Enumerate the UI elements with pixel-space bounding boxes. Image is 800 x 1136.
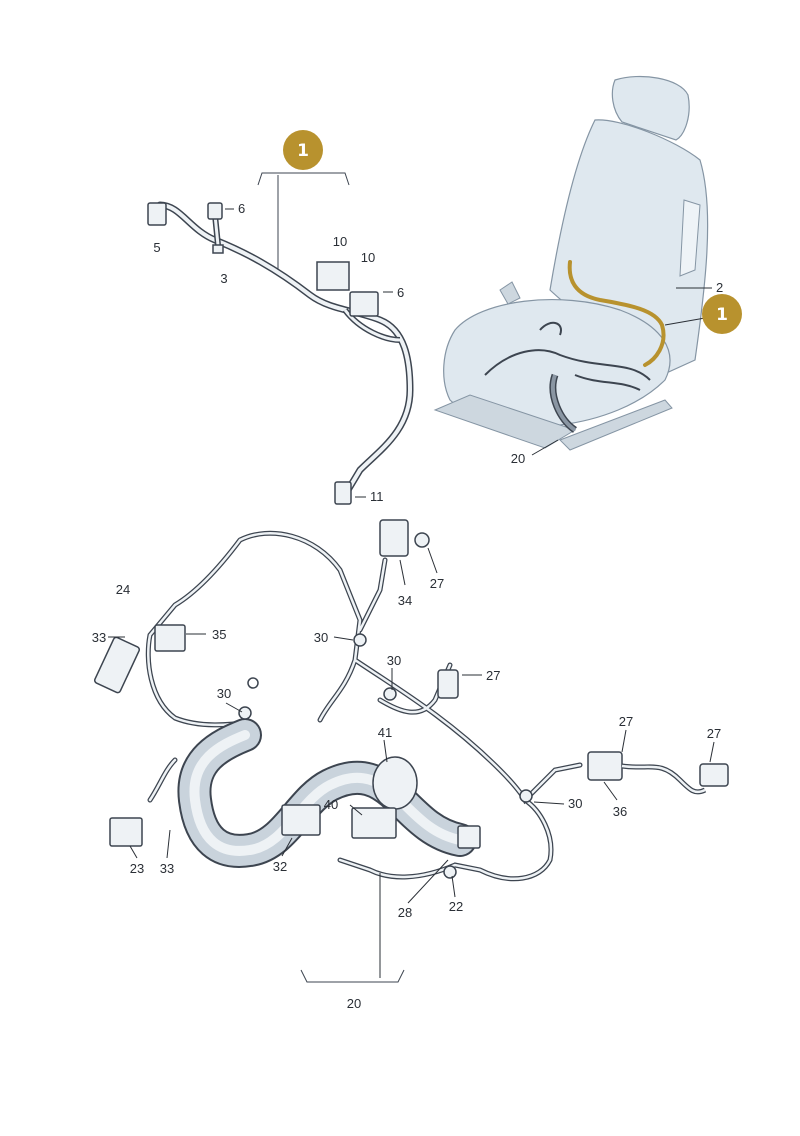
connector-40 (351, 807, 397, 839)
label-3: 3 (220, 271, 227, 286)
label-30: 30 (217, 686, 231, 701)
connector-27 (437, 669, 459, 699)
label-27: 27 (619, 714, 633, 729)
connector-28 (457, 825, 481, 849)
label-41: 41 (378, 725, 392, 740)
label-30: 30 (314, 630, 328, 645)
label-27: 27 (486, 668, 500, 683)
label-33: 33 (92, 630, 106, 645)
connector-23 (109, 817, 143, 847)
label-23: 23 (130, 861, 144, 876)
label-27: 27 (707, 726, 721, 741)
label-30: 30 (387, 653, 401, 668)
label-35: 35 (212, 627, 226, 642)
label-34: 34 (398, 593, 412, 608)
connector-34 (379, 519, 409, 557)
label-20: 20 (511, 451, 525, 466)
label-33: 33 (160, 861, 174, 876)
clip-22 (443, 865, 457, 879)
clip-30 (238, 706, 252, 720)
connector-33 (93, 636, 141, 694)
connector-6 (207, 202, 223, 220)
callout-number: 1 (297, 141, 309, 161)
seat-illustration: 2 1 20 (433, 75, 742, 466)
callout-badge (283, 130, 323, 170)
connector-36 (587, 751, 623, 781)
connector-27 (699, 763, 729, 787)
callout-number: 1 (716, 305, 728, 325)
label-6: 6 (397, 285, 404, 300)
connector-11 (334, 481, 352, 505)
label-20: 20 (347, 996, 361, 1011)
label-36: 36 (613, 804, 627, 819)
label-30: 30 (568, 796, 582, 811)
callout-badge (702, 294, 742, 334)
label-2: 2 (716, 280, 723, 295)
connector-41 (372, 756, 418, 810)
connector-32 (281, 804, 321, 836)
main-harness-part-1: 1 5 6 3 10 10 6 11 (147, 130, 414, 505)
connector-5 (147, 202, 167, 226)
clip-30 (519, 789, 533, 803)
label-40: 40 (324, 797, 338, 812)
label-11: 11 (370, 489, 384, 504)
connector-35 (154, 624, 186, 652)
label-22: 22 (449, 899, 463, 914)
clip-30 (383, 687, 397, 701)
label-5: 5 (153, 240, 160, 255)
clip-3 (212, 244, 224, 254)
connector-10 (349, 291, 379, 317)
label-10: 10 (361, 250, 375, 265)
label-24: 24 (116, 582, 130, 597)
label-32: 32 (273, 859, 287, 874)
label-10: 10 (333, 234, 347, 249)
label-6: 6 (238, 201, 245, 216)
label-27: 27 (430, 576, 444, 591)
clip-30 (353, 633, 367, 647)
seat-harness-part-20: 24 33 35 27 34 30 30 27 30 41 27 27 30 3… (92, 519, 729, 1011)
label-28: 28 (398, 905, 412, 920)
module-10 (316, 261, 350, 291)
